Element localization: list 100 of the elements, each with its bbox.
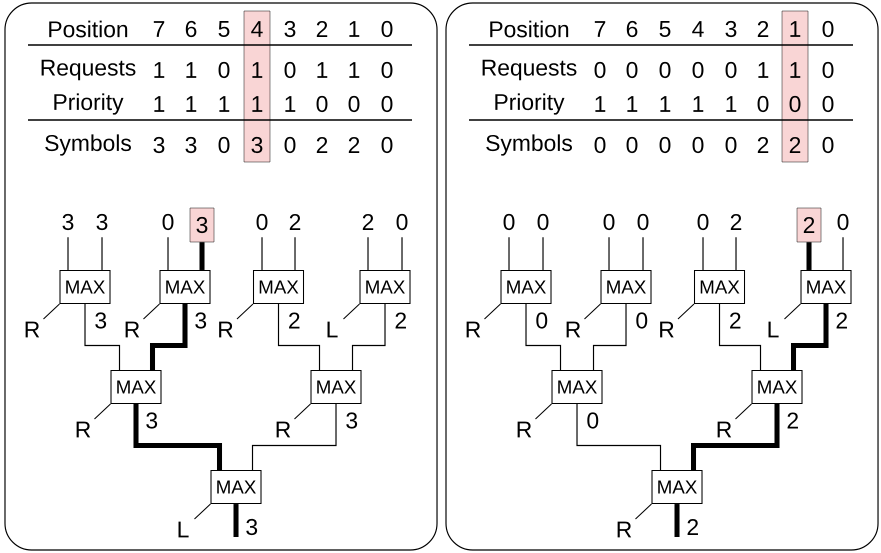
highlighted-value: 3 <box>190 208 214 242</box>
max-box: MAX <box>600 270 652 304</box>
wire <box>525 304 562 370</box>
wire <box>199 242 205 270</box>
table-value: 0 <box>822 96 834 112</box>
wire <box>101 237 103 270</box>
table-value: 1 <box>154 62 164 78</box>
side-label: R <box>76 422 90 438</box>
edge-label: 2 <box>836 312 847 328</box>
table-value: 2 <box>316 21 328 37</box>
row-header: Requests <box>482 60 576 80</box>
table-value: 1 <box>627 96 638 112</box>
side-label: R <box>518 422 532 438</box>
table-value: 0 <box>594 136 606 154</box>
wire <box>167 237 169 270</box>
input-value: 2 <box>290 214 300 230</box>
table-value: 0 <box>316 96 328 112</box>
wire <box>718 304 762 370</box>
edge-label: 3 <box>346 412 358 429</box>
side-label: R <box>26 322 40 338</box>
table-value: 1 <box>349 21 360 37</box>
input-value: 3 <box>96 214 108 230</box>
table-value: 2 <box>758 137 768 153</box>
edge-label: 0 <box>636 312 648 329</box>
table-value: 1 <box>285 96 296 112</box>
side-label: R <box>660 322 674 338</box>
edge-label: 0 <box>536 312 548 329</box>
max-box: MAX <box>310 370 362 404</box>
side-label: L <box>768 322 779 338</box>
table-value: 2 <box>316 137 328 153</box>
table-value: 0 <box>382 136 392 154</box>
table-value: 1 <box>790 21 800 37</box>
table-value: 1 <box>317 62 328 78</box>
edge-label: 2 <box>396 312 406 328</box>
table-value: 1 <box>186 96 196 112</box>
table-value: 1 <box>660 96 670 112</box>
row-header: Symbols <box>486 134 572 156</box>
table-value: 1 <box>186 62 196 78</box>
side-label: L <box>178 522 189 538</box>
wire <box>608 237 610 270</box>
table-value: 4 <box>692 21 704 37</box>
table-value: 1 <box>790 62 800 78</box>
edge-label: 2 <box>788 412 798 428</box>
table-value: 1 <box>219 96 230 112</box>
wire <box>252 404 337 470</box>
input-value: 0 <box>396 214 408 230</box>
max-box: MAX <box>551 370 603 404</box>
side-label: R <box>466 322 480 338</box>
wire <box>674 504 680 537</box>
table-value: 6 <box>626 20 638 38</box>
panel-frame <box>4 2 438 551</box>
table-value: 0 <box>626 62 638 78</box>
table-value: 0 <box>692 62 704 78</box>
row-header: Symbols <box>45 134 131 156</box>
edge-label: 0 <box>587 412 598 429</box>
edge-label: 2 <box>688 519 698 535</box>
table-value: 0 <box>382 62 392 78</box>
max-box: MAX <box>751 370 803 404</box>
table-value: 0 <box>218 136 230 154</box>
table-value: 7 <box>594 21 606 37</box>
max-box: MAX <box>694 270 746 304</box>
wire <box>84 304 120 370</box>
max-box: MAX <box>252 270 304 304</box>
edge-label: 3 <box>246 518 258 536</box>
table-value: 2 <box>790 137 800 153</box>
table-value: 0 <box>626 136 638 154</box>
table-value: 1 <box>726 96 736 112</box>
max-box: MAX <box>210 470 262 504</box>
row-header: Requests <box>42 60 136 80</box>
edge-label: 2 <box>730 312 740 328</box>
input-value: 0 <box>538 214 548 230</box>
side-label: L <box>328 322 338 338</box>
table-value: 0 <box>726 136 736 154</box>
table-value: 0 <box>382 20 392 38</box>
input-value: 2 <box>730 214 742 230</box>
wire <box>67 237 69 270</box>
wire <box>842 237 844 270</box>
input-value: 2 <box>362 214 374 230</box>
wire <box>806 242 812 270</box>
table-value: 5 <box>218 21 230 37</box>
table-value: 0 <box>660 62 670 78</box>
table-value: 0 <box>758 96 768 112</box>
edge-label: 3 <box>95 312 106 329</box>
edge-label: 2 <box>289 312 300 328</box>
highlighted-value: 2 <box>796 208 822 242</box>
wire <box>278 304 320 370</box>
max-box: MAX <box>110 370 162 404</box>
max-box: MAX <box>159 270 211 304</box>
side-label: R <box>618 522 632 538</box>
wire <box>133 404 222 470</box>
table-value: 0 <box>594 62 606 78</box>
wire <box>791 304 829 370</box>
table-value: 3 <box>726 20 736 38</box>
wire <box>691 404 780 470</box>
table-value: 0 <box>218 62 230 78</box>
side-label: R <box>566 322 580 338</box>
table-value: 6 <box>186 20 196 38</box>
table-value: 1 <box>252 62 262 78</box>
wire <box>261 237 263 270</box>
input-value: 0 <box>162 214 174 230</box>
